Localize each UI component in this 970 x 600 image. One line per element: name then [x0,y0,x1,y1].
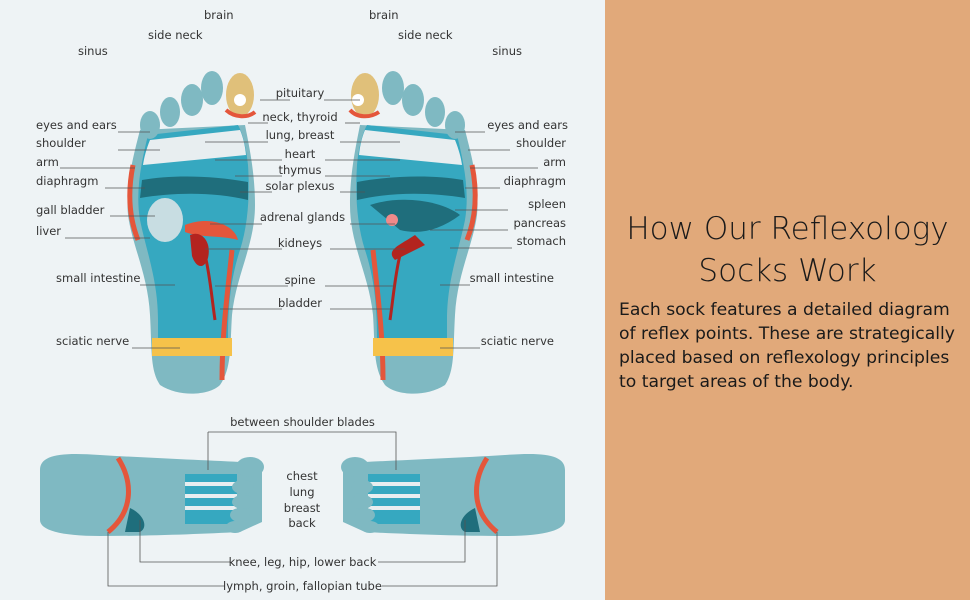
label-chest: chest [286,469,318,483]
label-diaphragm-left: diaphragm [36,174,99,188]
label-sinus-right: sinus [492,44,522,58]
label-solar-plexus: solar plexus [265,179,335,193]
label-eyes-ears-right: eyes and ears [487,118,568,132]
label-lymph-groin: lymph, groin, fallopian tube [223,579,382,593]
label-bladder: bladder [278,296,322,310]
label-spine: spine [284,273,316,287]
label-knee-leg-hip: knee, leg, hip, lower back [228,555,377,569]
label-kidneys: kidneys [277,236,323,250]
label-lung-breast: lung, breast [265,128,335,142]
label-side-neck-left: side neck [148,28,203,42]
label-adrenal-glands: adrenal glands [259,210,346,224]
label-shoulder-left: shoulder [36,136,86,150]
label-small-intestine-left: small intestine [56,271,141,285]
label-heart: heart [284,147,316,161]
heading-line-1: How Our Reflexology [626,211,949,247]
label-neck-thyroid: neck, thyroid [262,110,338,124]
label-lung: lung [289,485,315,499]
heading-line-2: Socks Work [698,253,877,289]
label-breast: breast [283,501,321,515]
label-brain-right: brain [369,8,399,22]
reflexology-diagram: sinus eyes and ears shoulder arm diaphra… [36,8,568,593]
description: Each sock features a detailed diagram of… [619,300,955,392]
right-sole [348,71,478,394]
heading: How Our Reflexology Socks Work [605,208,970,292]
left-sole [127,71,257,394]
label-pituitary: pituitary [275,86,325,100]
label-gall-bladder: gall bladder [36,203,105,217]
label-stomach: stomach [516,234,566,248]
label-small-intestine-right: small intestine [469,271,554,285]
label-back: back [288,516,316,530]
label-arm-left: arm [36,155,59,169]
label-diaphragm-right: diaphragm [503,174,566,188]
info-panel: How Our Reflexology Socks Work Each sock… [605,0,970,600]
right-foot-top [341,453,565,536]
foot-illustration [40,71,565,587]
label-pancreas: pancreas [513,216,566,230]
label-sinus-left: sinus [78,44,108,58]
label-sciatic-nerve-left: sciatic nerve [56,334,130,348]
label-side-neck-right: side neck [398,28,453,42]
label-sciatic-nerve-right: sciatic nerve [480,334,554,348]
label-eyes-ears-left: eyes and ears [36,118,117,132]
label-shoulder-right: shoulder [516,136,566,150]
label-liver: liver [36,224,61,238]
label-spleen: spleen [528,197,566,211]
label-arm-right: arm [543,155,566,169]
left-foot-top [40,453,264,536]
leader-lines [60,99,538,587]
label-between-shoulder-blades: between shoulder blades [230,415,375,429]
label-brain-left: brain [204,8,234,22]
label-thymus: thymus [278,163,322,177]
